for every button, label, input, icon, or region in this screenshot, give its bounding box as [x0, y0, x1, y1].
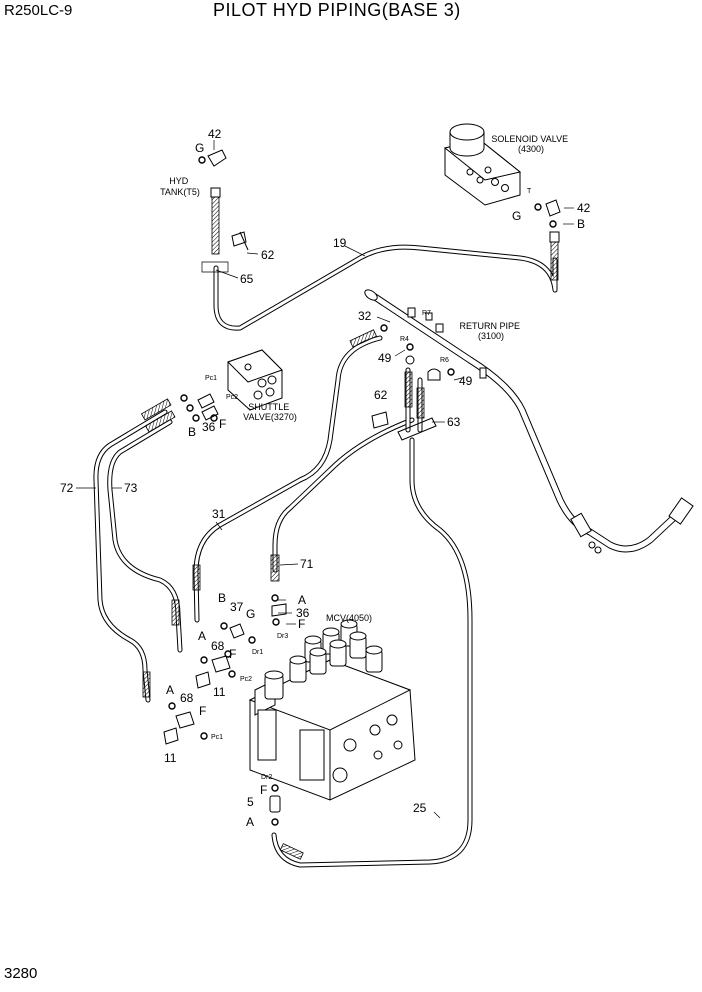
- port-pc1-mcv: Pc1: [211, 734, 223, 741]
- part-68-b: 68: [180, 691, 194, 705]
- return-pipe: [364, 289, 694, 554]
- solenoid-valve: [443, 123, 522, 206]
- part-73: 73: [124, 481, 138, 495]
- fittings: [163, 149, 561, 826]
- letter-b-2: B: [188, 425, 196, 439]
- letter-labels: G G B B F A F B G A F A F F A: [166, 141, 585, 829]
- letter-a-1: A: [298, 593, 306, 607]
- port-dr3: Dr3: [277, 633, 288, 640]
- letter-f-5: F: [260, 783, 267, 797]
- leader-lines: [76, 140, 574, 819]
- letter-g-2: G: [512, 209, 521, 223]
- part-42-a: 42: [208, 127, 222, 141]
- part-11-b: 11: [164, 751, 177, 765]
- part-36-b: 36: [296, 606, 310, 620]
- part-25: 25: [413, 801, 427, 815]
- port-t: T: [527, 188, 532, 195]
- solenoid-valve-label: SOLENOID VALVE (4300): [491, 134, 570, 154]
- part-32: 32: [358, 309, 372, 323]
- port-r4: R4: [400, 336, 409, 343]
- part-65: 65: [240, 272, 254, 286]
- letter-a-4: A: [246, 815, 254, 829]
- letter-b-3: B: [218, 591, 226, 605]
- hyd-tank-label-line2: TANK(T5): [160, 187, 200, 197]
- hose-73: [107, 410, 183, 653]
- hose-31: [192, 329, 383, 623]
- shuttle-valve-label: SHUTTLE VALVE(3270): [243, 402, 297, 422]
- shuttle-valve-label-line1: SHUTTLE: [248, 402, 289, 412]
- part-71: 71: [300, 557, 314, 571]
- component-labels: HYD TANK(T5) SOLENOID VALVE (4300) RETUR…: [160, 134, 570, 623]
- part-72: 72: [60, 481, 74, 495]
- part-5: 5: [247, 795, 254, 809]
- part-37: 37: [230, 600, 244, 614]
- clamp-63: [397, 355, 441, 441]
- page-number: 3280: [4, 965, 38, 982]
- port-pc2-shuttle: Pc2: [226, 394, 238, 401]
- part-63: 63: [447, 415, 461, 429]
- return-pipe-label: RETURN PIPE (3100): [459, 321, 522, 341]
- part-36-a: 36: [202, 420, 216, 434]
- return-pipe-label-line1: RETURN PIPE: [459, 321, 520, 331]
- part-19: 19: [333, 236, 347, 250]
- port-pc2-mcv: Pc2: [240, 676, 252, 683]
- letter-g-1: G: [195, 141, 204, 155]
- hose-71: [270, 417, 415, 582]
- return-pipe-label-line2: (3100): [478, 331, 504, 341]
- part-42-b: 42: [577, 201, 591, 215]
- solenoid-valve-label-line1: SOLENOID VALVE: [491, 134, 568, 144]
- hyd-tank-label: HYD TANK(T5): [160, 176, 200, 197]
- letter-f-2: F: [298, 617, 305, 631]
- letter-a-3: A: [166, 683, 174, 697]
- letter-f-4: F: [199, 704, 206, 718]
- letter-b-1: B: [577, 217, 585, 231]
- port-pc1-shuttle: Pc1: [205, 375, 217, 382]
- part-11-a: 11: [213, 685, 226, 699]
- part-68-a: 68: [211, 639, 225, 653]
- port-dr1: Dr1: [252, 649, 263, 656]
- mcv-spool-caps: [264, 619, 383, 700]
- part-31: 31: [212, 507, 226, 521]
- hyd-tank-label-line1: HYD: [169, 176, 189, 186]
- shuttle-valve: [227, 349, 283, 411]
- part-62-a: 62: [261, 248, 275, 262]
- hose-19: [201, 187, 560, 331]
- part-49-a: 49: [378, 351, 392, 365]
- mcv-block: [248, 619, 416, 801]
- hose-72: [93, 398, 172, 703]
- model-code: R250LC-9: [4, 2, 73, 19]
- part-labels: 42 62 65 19 42 32 49 49 62 63 36 72 73 3…: [60, 127, 591, 815]
- page-title: PILOT HYD PIPING(BASE 3): [213, 0, 461, 20]
- port-dr2: Dr2: [261, 774, 272, 781]
- part-49-b: 49: [459, 374, 473, 388]
- hose-25: [271, 437, 473, 868]
- letter-f-1: F: [219, 417, 226, 431]
- letter-f-3: F: [229, 647, 236, 661]
- letter-g-3: G: [246, 607, 255, 621]
- letter-a-2: A: [198, 629, 206, 643]
- solenoid-valve-label-line2: (4300): [518, 144, 544, 154]
- port-r7: R7: [422, 310, 431, 317]
- port-r6: R6: [440, 357, 449, 364]
- part-62-b: 62: [374, 388, 388, 402]
- shuttle-valve-label-line2: VALVE(3270): [243, 412, 297, 422]
- port-labels: T R7 R4 R6 Pc1 Pc2 Dr3 Dr1 Pc2 Pc1 Dr2: [205, 188, 532, 781]
- mcv-label: MCV(4050): [326, 613, 372, 623]
